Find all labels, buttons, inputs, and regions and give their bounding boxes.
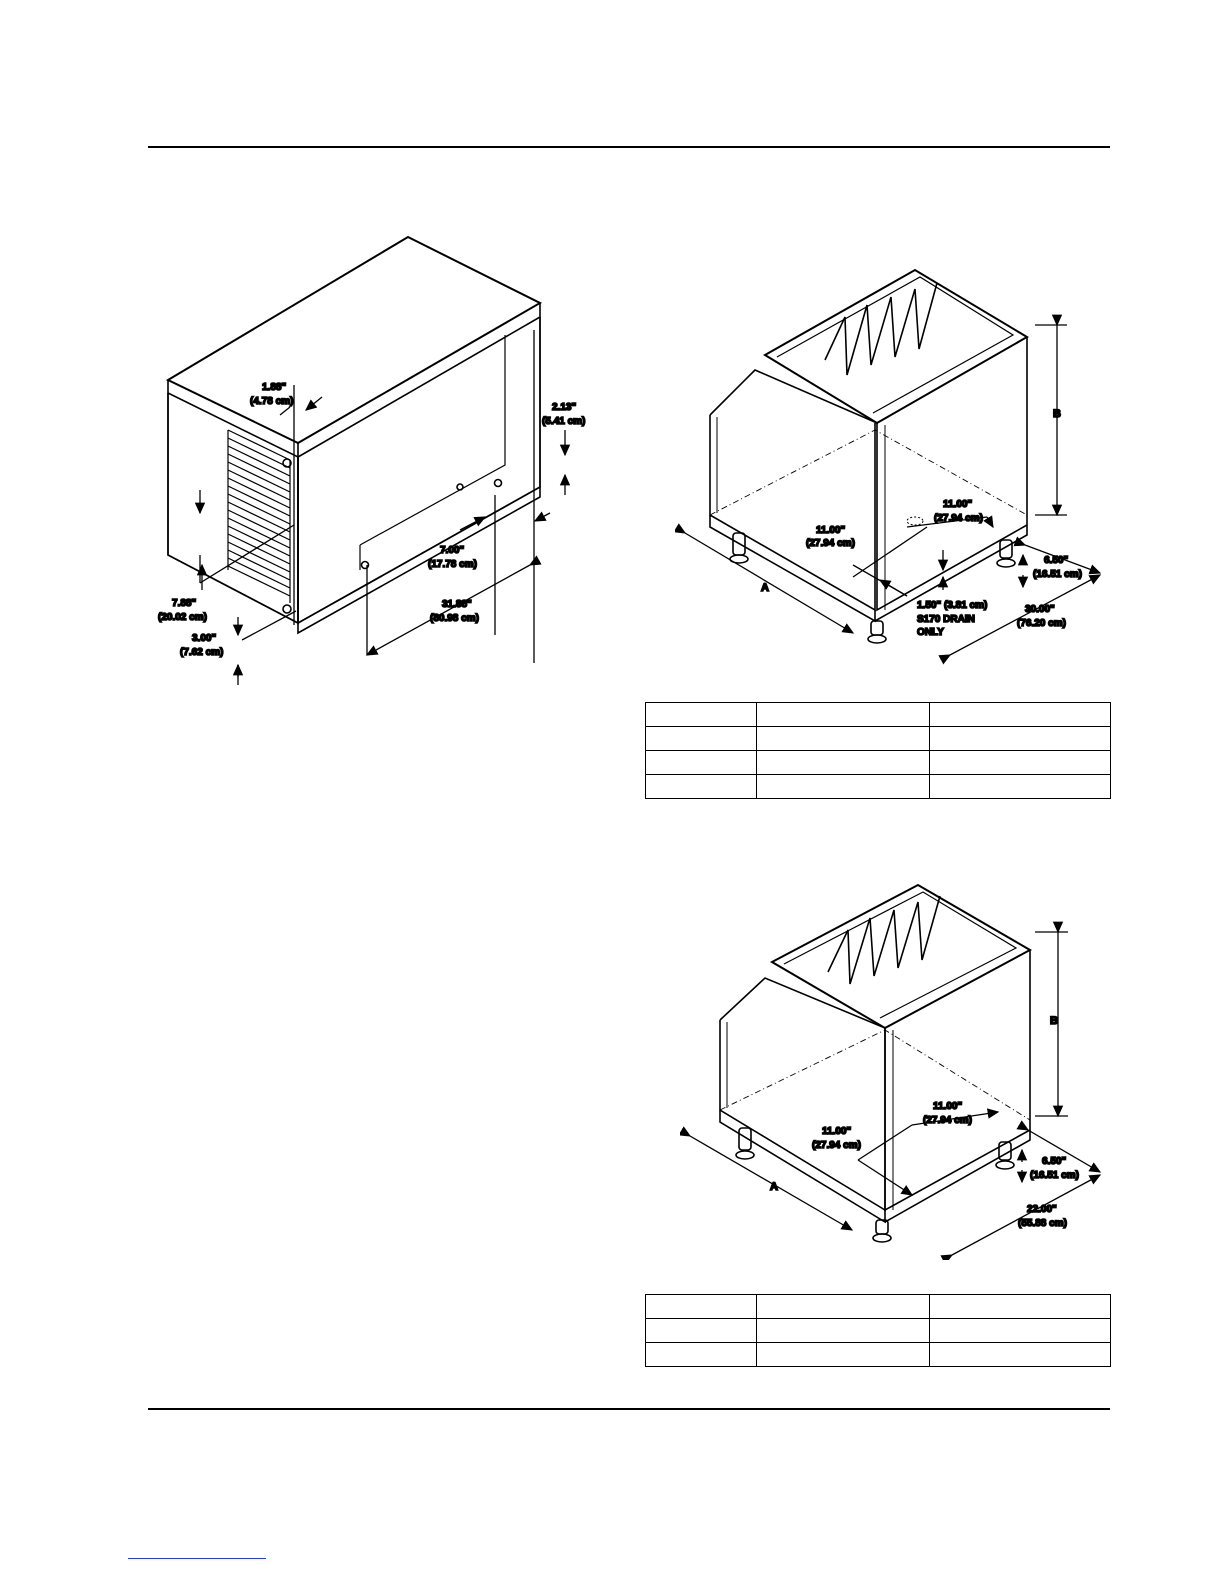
table-cell bbox=[756, 750, 930, 775]
footer-link-underline[interactable] bbox=[128, 1558, 266, 1559]
table-cell bbox=[645, 702, 757, 727]
table-cell bbox=[645, 1294, 757, 1319]
bin-22-dimension-table bbox=[645, 1294, 1111, 1367]
bin22-dim-6-50-cm: (16.51 cm) bbox=[1030, 1170, 1079, 1181]
table-cell bbox=[929, 1294, 1111, 1319]
table-cell bbox=[645, 1342, 757, 1367]
table-row bbox=[645, 750, 1111, 775]
bin-30-figure: A B 11.00" (27.94 cm) 11.00" (27.94 cm) … bbox=[675, 265, 1115, 665]
table-row bbox=[645, 774, 1111, 799]
table-cell bbox=[645, 726, 757, 751]
dim-7-88-cm: (20.02 cm) bbox=[158, 612, 207, 623]
table-row bbox=[645, 1318, 1111, 1343]
table-cell bbox=[929, 750, 1111, 775]
dim-2-13-in: 2.13" bbox=[552, 402, 576, 413]
dim-31-88-in: 31.88" bbox=[442, 599, 472, 610]
table-cell bbox=[756, 1318, 930, 1343]
bin30-dim-11b-in: 11.00" bbox=[943, 499, 972, 510]
table-cell bbox=[929, 726, 1111, 751]
bin30-dim-11a-in: 11.00" bbox=[816, 525, 845, 536]
table-row bbox=[645, 1342, 1111, 1367]
dim-b-label: B bbox=[1053, 408, 1061, 420]
dim-b-label: B bbox=[1050, 1015, 1058, 1027]
bin-22-figure: A B 11.00" (27.94 cm) 11.00" (27.94 cm) … bbox=[680, 880, 1120, 1260]
dim-1-88-cm: (4.78 cm) bbox=[250, 396, 293, 407]
table-row bbox=[645, 1294, 1111, 1319]
table-cell bbox=[645, 750, 757, 775]
table-row bbox=[645, 726, 1111, 751]
bin22-dim-11b-in: 11.00" bbox=[933, 1101, 962, 1112]
dim-3-00-cm: (7.62 cm) bbox=[180, 647, 223, 658]
bin-30-dimension-table bbox=[645, 702, 1111, 799]
bin30-dim-11b-cm: (27.94 cm) bbox=[934, 513, 983, 524]
table-cell bbox=[756, 1342, 930, 1367]
bin22-dim-11a-cm: (27.94 cm) bbox=[812, 1140, 861, 1151]
header-rule bbox=[148, 146, 1110, 148]
table-cell bbox=[756, 774, 930, 799]
bin22-dim-6-50-in: 6.50" bbox=[1042, 1156, 1066, 1167]
table-cell bbox=[756, 726, 930, 751]
dim-7-00-in: 7.00" bbox=[440, 545, 464, 556]
drain-note-line-2: S170 DRAIN bbox=[917, 614, 975, 625]
drain-note-line-3: ONLY bbox=[917, 627, 944, 638]
table-cell bbox=[756, 702, 930, 727]
bin22-dim-22-00-in: 22.00" bbox=[1027, 1204, 1057, 1215]
dim-a-label: A bbox=[761, 582, 769, 594]
table-cell bbox=[645, 1318, 757, 1343]
bin30-dim-30-00-cm: (76.20 cm) bbox=[1017, 618, 1066, 629]
bin30-dim-30-00-in: 30.00" bbox=[1025, 604, 1055, 615]
bin22-dim-11a-in: 11.00" bbox=[822, 1126, 851, 1137]
table-cell bbox=[929, 702, 1111, 727]
table-cell bbox=[929, 1318, 1111, 1343]
bin30-dim-6-50-cm: (16.51 cm) bbox=[1033, 569, 1082, 580]
dim-a-label: A bbox=[770, 1181, 778, 1193]
bin30-dim-11a-cm: (27.94 cm) bbox=[806, 538, 855, 549]
bin22-dim-22-00-cm: (55.88 cm) bbox=[1018, 1218, 1067, 1229]
dim-1-88-in: 1.88" bbox=[262, 382, 286, 393]
table-row bbox=[645, 702, 1111, 727]
drain-note-line-1: 1.50" (3.81 cm) bbox=[917, 600, 987, 611]
condenser-unit-figure: 1.88" (4.78 cm) 2.13" (5.41 cm) 7.00" (1… bbox=[150, 225, 620, 685]
bin30-dim-6-50-in: 6.50" bbox=[1044, 555, 1068, 566]
table-cell bbox=[929, 1342, 1111, 1367]
table-cell bbox=[756, 1294, 930, 1319]
dim-3-00-in: 3.00" bbox=[192, 633, 216, 644]
bin22-dim-11b-cm: (27.94 cm) bbox=[923, 1115, 972, 1126]
dim-7-00-cm: (17.78 cm) bbox=[428, 559, 477, 570]
dim-2-13-cm: (5.41 cm) bbox=[542, 416, 585, 427]
table-cell bbox=[645, 774, 757, 799]
footer-rule bbox=[148, 1408, 1110, 1410]
dim-31-88-cm: (80.98 cm) bbox=[430, 613, 479, 624]
table-cell bbox=[929, 774, 1111, 799]
dim-7-88-in: 7.88" bbox=[172, 598, 196, 609]
